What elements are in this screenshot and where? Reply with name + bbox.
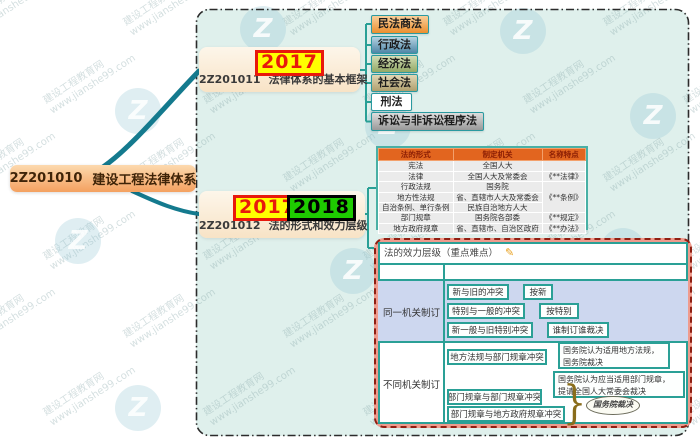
table-row: 地方政府规章 省、直辖市、自治区政府 《**办法》 [378,222,587,235]
table-row: 自治条例、单行条例 民族自治地方人大 [378,201,586,214]
table-header-row: 法的形式 制定机关 名称特点 [378,147,587,162]
outcome-line: 国务院认为适用地方法规， [563,346,659,355]
grid-line [378,263,688,265]
cell-organ: 省、直辖市人大及常委会 [452,191,543,203]
grid-line [443,263,445,424]
conflict-newgeneral-oldspecial[interactable]: 新一般与旧特别冲突 [447,322,533,338]
table-row: 宪法 全国人大 [378,160,587,172]
outcome-line: 国务院认为应当适用部门规章， [558,375,670,384]
law-procedural[interactable]: 诉讼与非诉讼程序法 [371,112,484,131]
cell-form: 自治条例、单行条例 [378,201,454,214]
table-row: 地方性法规 省、直辖市人大及常委会 [378,191,586,203]
root-topic[interactable]: 2Z201010 建设工程法律体系 [10,165,196,192]
pencil-icon: ✎ [505,246,515,259]
outcome-line: 提请全国人大常委会裁决 [558,386,646,396]
cell-feature: 《**法律》 [541,170,587,183]
root-code: 2Z201010 [9,171,83,186]
branch1-topic[interactable]: 2017 2Z201011 法律体系的基本框架 [199,47,368,92]
col-header-organ: 制定机关 [452,147,543,162]
col-header-form: 法的形式 [378,147,454,162]
col-header-feature: 名称特点 [541,147,587,162]
grid-line [378,341,688,343]
table-row: 部门规章 国务院各部委 《**规定》 [378,212,587,224]
same-organ-label: 同一机关制订 [382,308,440,319]
branch2-caption: 2Z201012 法的形式和效力层级 [199,217,368,233]
cell-form: 行政法规 [378,181,454,193]
law-social[interactable]: 社会法 [371,74,418,92]
curve-root-to-branch2 [130,189,201,216]
table-row: 法律 全国人大及常委会 《**法律》 [378,170,587,183]
branch2-year-badge-2018: 2018 [287,195,356,221]
hierarchy-title-text: 法的效力层级（重点难点） [384,248,499,259]
curve-root-to-branch1 [100,68,202,170]
diff-organ-label: 不同机关制订 [382,380,440,391]
group-boundary-dashed [195,8,690,437]
cell-organ: 全国人大 [452,160,543,172]
cell-organ: 民族自治地方人大 [452,201,543,214]
cell-form: 地方政府规章 [378,222,454,235]
law-administrative[interactable]: 行政法 [371,36,418,54]
conflict-ministerial-vs-ministerial[interactable]: 部门规章与部门规章冲突 [447,389,542,405]
conflict-local-vs-ministerial[interactable]: 地方法规与部门规章冲突 [447,349,547,365]
cell-organ: 国务院各部委 [452,212,543,224]
cell-form: 法律 [378,170,454,183]
outcome-line: 国务院裁决 [563,357,603,367]
cell-feature: 《**规定》 [541,212,587,224]
cell-feature: 《**办法》 [541,222,587,235]
branch2-code: 2Z201012 [199,219,261,232]
cell-feature-merged: 《**条例》 [541,181,587,214]
conflict-special-general[interactable]: 特别与一般的冲突 [447,303,525,319]
cell-form: 宪法 [378,160,454,172]
branch1-bracket [360,23,371,123]
rule-maker-decides[interactable]: 谁制订谁裁决 [547,322,609,338]
root-title: 建设工程法律体系 [92,173,197,188]
hierarchy-title: 法的效力层级（重点难点） ✎ [384,242,674,263]
cell-form: 地方性法规 [378,191,454,203]
branch1-year-badge-2017: 2017 [255,50,324,76]
outcome-statecouncil-decides[interactable]: 国务院裁决 [586,396,640,415]
branch1-caption: 2Z201011 法律体系的基本框架 [199,71,368,87]
law-forms-table: 法的形式 制定机关 名称特点 宪法 全国人大 法律 全国人大及常委会 《**法律… [376,146,588,235]
grid-line [378,279,688,281]
cell-organ: 全国人大及常委会 [452,170,543,183]
cell-organ: 省、直辖市、自治区政府 [452,222,543,235]
table-row: 行政法规 国务院 《**条例》 [378,181,587,214]
law-civil-commercial[interactable]: 民法商法 [371,15,429,34]
law-criminal[interactable]: 刑法 [371,93,412,111]
cell-feature [541,160,587,172]
conflict-new-old[interactable]: 新与旧的冲突 [447,284,509,300]
curly-brace: } [562,375,587,429]
conflict-ministerial-vs-localgov[interactable]: 部门规章与地方政府规章冲突 [447,406,565,422]
rule-follow-special[interactable]: 按特别 [539,303,579,319]
rule-follow-new[interactable]: 按新 [523,284,553,300]
cell-organ: 国务院 [452,181,543,193]
branch1-title: 法律体系的基本框架 [268,73,368,86]
cell-form: 部门规章 [378,212,454,224]
outcome-statecouncil-local[interactable]: 国务院认为适用地方法规， 国务院裁决 [558,342,670,369]
law-economic[interactable]: 经济法 [371,55,418,73]
branch2-title: 法的形式和效力层级 [268,219,368,232]
branch1-code: 2Z201011 [199,73,261,86]
